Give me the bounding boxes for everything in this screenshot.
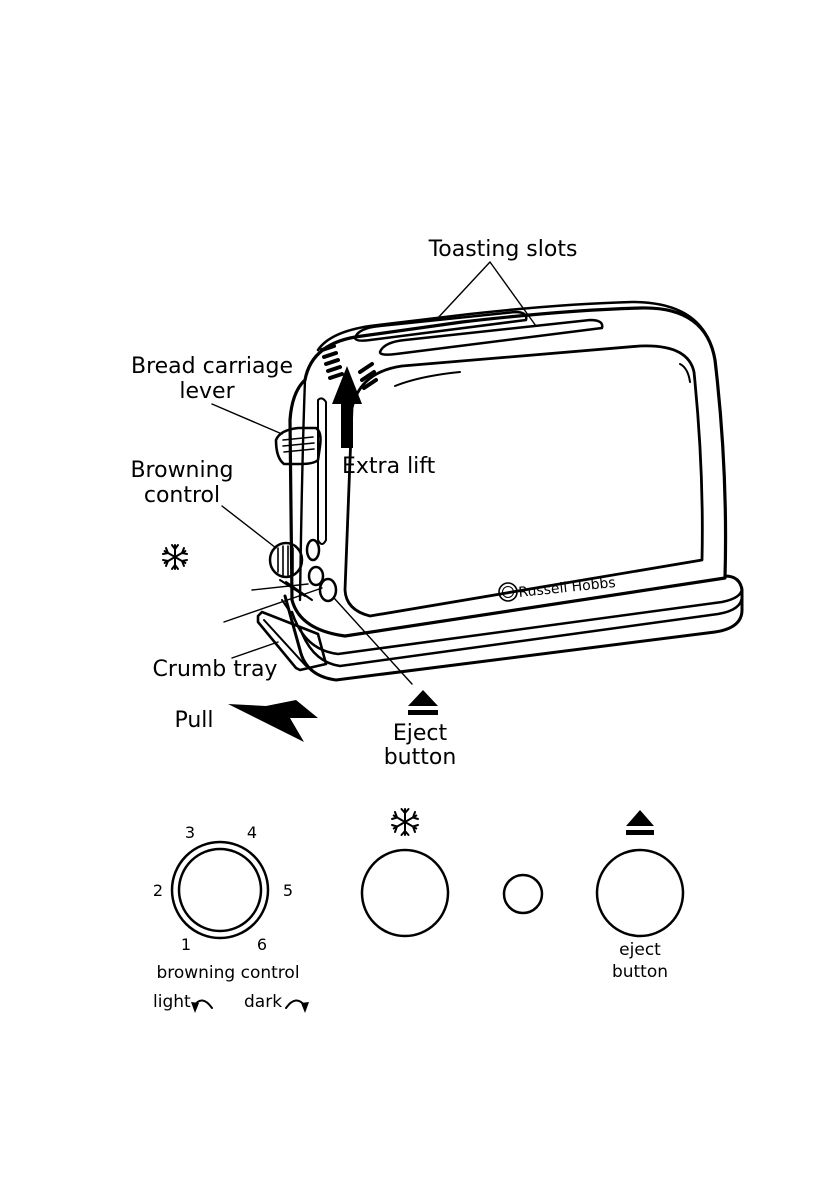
eject-panel-button: eject button [597,810,683,982]
light-label: light [153,992,191,1012]
browning-control-caption: browning control [156,963,299,983]
dark-label: dark [244,992,282,1012]
label-bread-carriage-line2: lever [179,379,235,404]
bread-carriage-lever [276,428,321,464]
extra-lift-arrow [332,366,362,448]
eject-icon [626,810,654,835]
side-controls [270,540,336,601]
label-browning-line1: Browning [130,458,233,483]
control-panel: 3 4 2 5 1 6 browning control light dark [153,809,683,1013]
label-bread-carriage-line1: Bread carriage [131,354,293,379]
defrost-button [362,809,448,936]
label-eject-line2: button [384,745,457,770]
rotate-left-icon [191,1000,212,1013]
label-pull: Pull [174,708,213,733]
label-toasting-slots: Toasting slots [428,237,578,262]
dial-number-6: 6 [257,935,267,954]
browning-dial: 3 4 2 5 1 6 browning control light dark [153,823,309,1013]
pull-arrow [228,700,318,742]
eject-panel-label-line2: button [612,962,668,982]
dial-number-1: 1 [181,935,191,954]
rotate-right-icon [286,1000,309,1013]
dial-number-5: 5 [283,881,293,900]
label-eject-line1: Eject [393,721,448,746]
dial-number-4: 4 [247,823,257,842]
snowflake-icon [163,545,187,569]
label-extra-lift: Extra lift [342,454,436,479]
snowflake-icon [392,809,418,835]
dial-number-3: 3 [185,823,195,842]
label-browning-line2: control [144,483,220,508]
toaster-illustration: Russell Hobbs [228,302,742,742]
label-crumb-tray: Crumb tray [153,657,278,682]
eject-panel-label-line1: eject [619,940,661,960]
dial-number-2: 2 [153,881,163,900]
indicator-light [504,875,542,913]
eject-icon [408,690,438,715]
